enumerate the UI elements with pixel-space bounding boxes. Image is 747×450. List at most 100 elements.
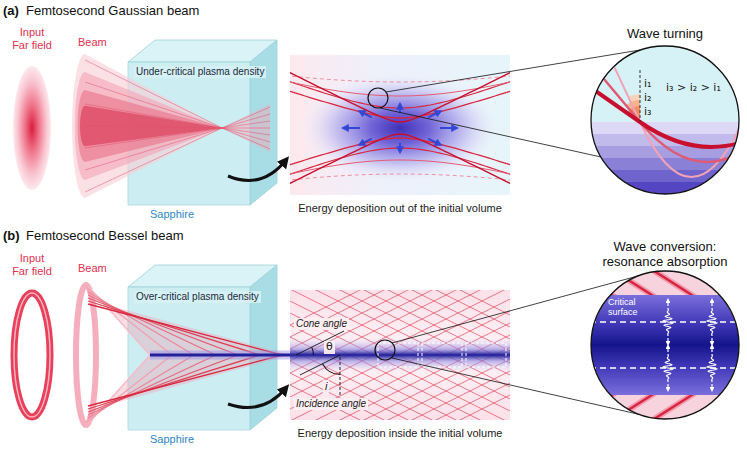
illustration-part [711, 346, 712, 352]
illustration-part [378, 343, 418, 367]
panel-letter: (b) [3, 229, 20, 244]
illustration-part [88, 295, 216, 355]
illustration-part [707, 354, 717, 382]
illustration-part [428, 139, 439, 145]
angle-symbol: i [323, 380, 329, 393]
illustration-part [290, 290, 510, 420]
angle-relation: i₃ > i₂ > i₁ [666, 82, 721, 95]
illustration-part [88, 355, 238, 412]
material-label: Sapphire [150, 208, 194, 221]
illustration-part [422, 343, 462, 367]
illustration-part [14, 293, 50, 417]
illustration-part [88, 301, 260, 355]
illustration-part [711, 384, 712, 390]
illustration-part [711, 338, 712, 344]
plasma-panel: Energy deposition out of the initial vol… [290, 55, 510, 195]
illustration-part [707, 308, 717, 336]
illustration-part [290, 290, 510, 420]
illustration-part [428, 112, 439, 118]
far-field-ring [14, 293, 50, 417]
plasma-panel: Energy deposition inside the initial vol… [290, 290, 510, 420]
illustration-part [228, 388, 286, 408]
bessel-plasma-content [290, 290, 510, 420]
plasma-density-label: Over-critical plasma density [134, 291, 261, 303]
illustration-part [720, 393, 747, 428]
illustration-part [640, 70, 641, 122]
illustration-part [399, 143, 401, 151]
illustration-part [600, 393, 655, 428]
illustration-part [290, 174, 510, 180]
illustration-part [590, 122, 740, 135]
material-label: Sapphire [150, 433, 194, 446]
zoom-title: Wave turning [585, 27, 745, 42]
illustration-part [14, 293, 50, 417]
illustration-part [368, 88, 388, 108]
illustration-part [290, 290, 510, 420]
gaussian-beam [72, 54, 270, 198]
illustration-part [290, 290, 510, 420]
beam-label: Beam [78, 262, 107, 275]
zoom-circle-outline [591, 271, 739, 419]
far-field-spot [13, 66, 51, 190]
illustration-part [640, 393, 695, 428]
illustration-part [360, 112, 371, 118]
illustration-part [360, 139, 371, 145]
wave-turning-illustration [590, 45, 747, 195]
panel-caption: Energy deposition inside the initial vol… [276, 427, 524, 440]
gaussian-plasma-content [290, 70, 510, 186]
illustration-part [85, 82, 270, 142]
illustration-part [680, 393, 735, 428]
illustration-part [290, 134, 510, 186]
illustration-part [85, 126, 270, 128]
illustration-part [667, 338, 668, 344]
illustration-part [663, 354, 673, 382]
angle-label: i₁ [644, 78, 651, 91]
illustration-part [290, 80, 510, 108]
panel-caption: Energy deposition out of the initial vol… [276, 202, 524, 215]
illustration-part [466, 343, 506, 367]
illustration-part [290, 290, 510, 420]
transfer-arrow [228, 388, 286, 408]
illustration-part [311, 347, 314, 355]
angle-annotation [296, 331, 344, 395]
input-label: Input Far field [11, 252, 53, 277]
illustration-part [13, 66, 51, 190]
illustration-part [88, 304, 282, 355]
zoom-circle-outline [591, 46, 739, 194]
illustration-part [663, 308, 673, 336]
illustration-part [720, 393, 747, 428]
panel-letter: (a) [3, 4, 19, 19]
panel-title: Femtosecond Bessel beam [26, 229, 184, 244]
zoom-circle-outline [591, 271, 739, 419]
illustration-part [680, 393, 735, 428]
illustration-part [86, 285, 290, 355]
annotation-label: Incidence angle [294, 398, 368, 410]
illustration-part [600, 393, 655, 428]
illustration-part [590, 182, 740, 195]
illustration-part [88, 355, 194, 418]
zoom-circle-outline [591, 46, 739, 194]
input-label: Input Far field [11, 26, 53, 51]
illustration-part [667, 300, 668, 306]
illustration-part [85, 121, 270, 148]
illustration-part [440, 127, 456, 129]
surface-label: Critical surface [608, 297, 650, 318]
illustration-part [560, 393, 615, 428]
illustration-part [76, 285, 96, 425]
illustration-part [290, 290, 510, 420]
illustration-part [86, 355, 290, 425]
zoom-title: Wave conversion: resonance absorption [595, 240, 735, 270]
bessel-beam [76, 285, 290, 425]
illustration-part [290, 90, 510, 118]
illustration-part [290, 290, 510, 420]
illustration-part [150, 351, 290, 360]
illustration-part [290, 138, 510, 166]
illustration-part [590, 295, 740, 395]
illustration-part [667, 346, 668, 352]
illustration-part [296, 331, 344, 355]
illustration-part [228, 160, 286, 180]
plasma-density-label: Under-critical plasma density [134, 66, 266, 78]
angle-symbol: θ [324, 341, 335, 354]
